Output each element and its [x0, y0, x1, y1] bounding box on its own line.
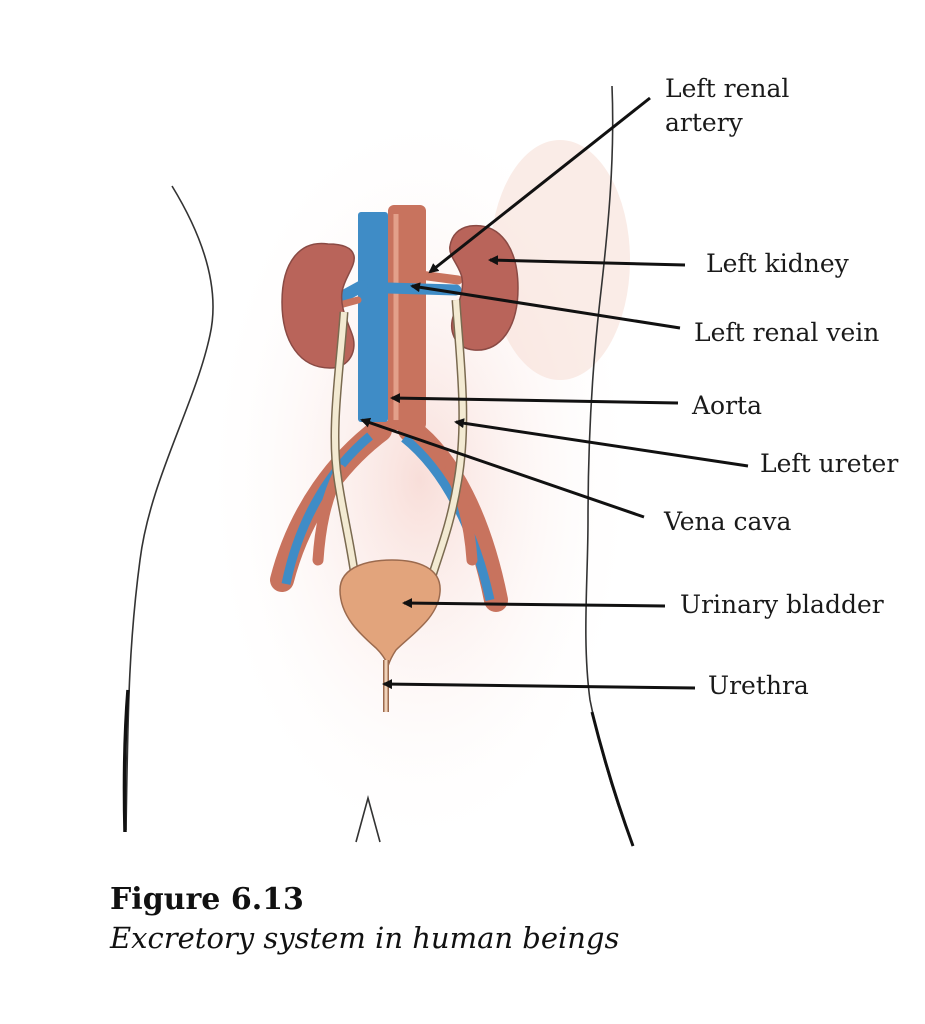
- figure-number: Figure 6.13: [110, 882, 304, 917]
- left-kidney: [449, 224, 519, 351]
- body-outline-left: [125, 185, 214, 831]
- groin-line: [355, 794, 381, 843]
- urinary-bladder: [339, 559, 441, 669]
- arrow-urinary-bladder: [402, 598, 666, 609]
- leader-lines: [360, 96, 749, 690]
- right-kidney: [281, 242, 355, 369]
- label-left-renal-artery-line1: Left renal: [665, 74, 789, 103]
- vena-cava: [358, 212, 388, 422]
- arrow-left-ureter: [454, 418, 749, 468]
- figure-title: Excretory system in human beings: [110, 921, 620, 955]
- figure-caption: Figure 6.13 Excretory system in human be…: [110, 882, 619, 955]
- arrow-left-renal-vein: [410, 282, 681, 330]
- arrow-left-kidney: [488, 255, 686, 267]
- arrow-aorta: [390, 393, 679, 405]
- label-urethra: Urethra: [708, 671, 809, 700]
- label-left-renal-artery-line2: artery: [665, 108, 744, 137]
- right-flank-tint: [490, 140, 630, 380]
- arrow-vena-cava: [360, 417, 645, 519]
- label-urinary-bladder: Urinary bladder: [680, 590, 884, 619]
- label-left-kidney: Left kidney: [706, 249, 850, 278]
- right-ureter-fill: [331, 311, 359, 586]
- body-outline-right-lower: [590, 711, 635, 847]
- label-vena-cava: Vena cava: [663, 507, 792, 536]
- label-left-renal-vein: Left renal vein: [694, 318, 879, 347]
- arrow-urethra: [382, 679, 696, 690]
- body-outline-left-lower: [122, 689, 130, 833]
- label-left-ureter: Left ureter: [760, 449, 898, 478]
- arrow-left-renal-artery: [428, 96, 651, 274]
- label-aorta: Aorta: [691, 391, 762, 420]
- left-ureter-fill: [425, 299, 466, 591]
